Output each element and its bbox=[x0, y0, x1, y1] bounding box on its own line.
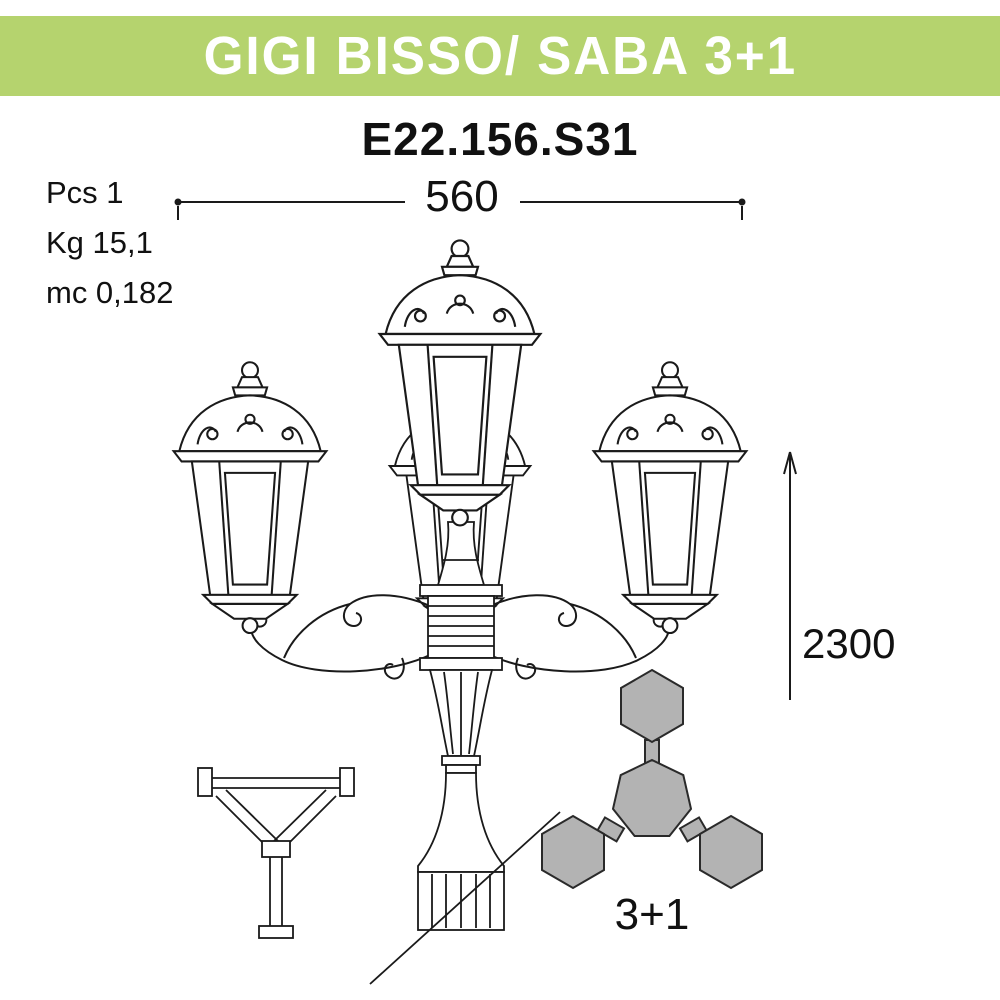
center-hub-shape bbox=[611, 758, 693, 837]
header-banner: GIGI BISSO/ SABA 3+1 bbox=[0, 16, 1000, 96]
lamp-post-drawing bbox=[172, 239, 748, 985]
width-dimension bbox=[174, 198, 746, 220]
page-title: GIGI BISSO/ SABA 3+1 bbox=[203, 26, 797, 86]
spec-pcs: Pcs 1 bbox=[46, 175, 124, 210]
top-lantern-hex bbox=[620, 668, 684, 744]
right-lantern bbox=[592, 361, 748, 635]
spec-list: Pcs 1 Kg 15,1 mc 0,182 bbox=[46, 168, 174, 318]
left-lantern bbox=[172, 361, 328, 635]
left-lantern-hex bbox=[541, 814, 605, 890]
break-line bbox=[369, 811, 561, 985]
spec-mc: mc 0,182 bbox=[46, 275, 174, 310]
configuration-diagram bbox=[541, 668, 763, 890]
configuration-label: 3+1 bbox=[614, 890, 690, 939]
spec-kg: Kg 15,1 bbox=[46, 225, 153, 260]
right-lantern-hex bbox=[699, 814, 763, 890]
mounting-bracket-diagram bbox=[197, 767, 355, 939]
height-dimension-label: 2300 bbox=[802, 620, 896, 667]
height-dimension bbox=[783, 451, 797, 700]
central-lantern bbox=[378, 239, 542, 527]
width-dimension-label: 560 bbox=[413, 172, 511, 222]
model-code: E22.156.S31 bbox=[361, 113, 639, 165]
